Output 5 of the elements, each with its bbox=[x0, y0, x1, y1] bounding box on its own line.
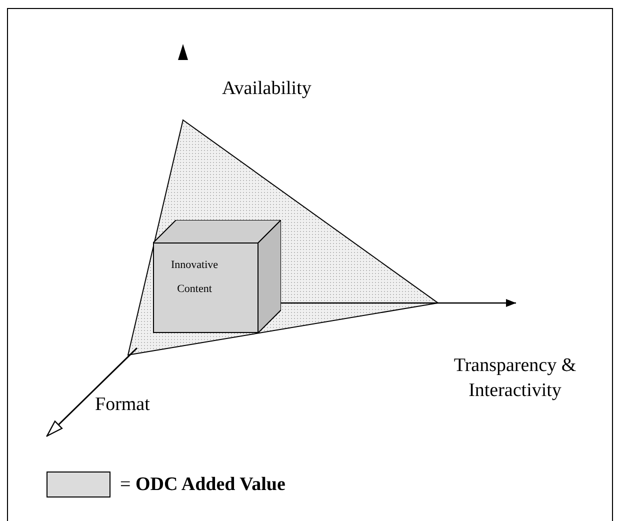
axis-label: Availability bbox=[222, 77, 312, 101]
axis-label: Transparency & Interactivity bbox=[452, 354, 578, 403]
legend-label: = ODC Added Value bbox=[120, 473, 286, 497]
axis-label: Format bbox=[95, 393, 151, 417]
cube-label: Innovative Content bbox=[170, 258, 220, 297]
